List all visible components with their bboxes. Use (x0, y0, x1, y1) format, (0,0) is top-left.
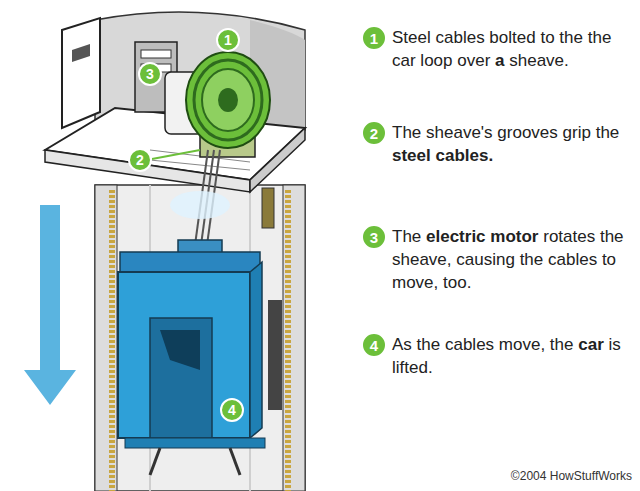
step-text: Steel cables bolted to the the car loop … (392, 26, 630, 72)
callout-circle: 3 (138, 62, 162, 86)
callout-circle: 2 (128, 148, 152, 172)
callout-circle: 3 (361, 224, 387, 250)
callout-circle: 1 (361, 25, 387, 51)
copyright-note: ©2004 HowStuffWorks (511, 469, 632, 483)
callout-number: 2 (136, 153, 144, 167)
step-text: The sheave's grooves grip the steel cabl… (392, 121, 630, 167)
callout-number: 1 (224, 33, 232, 47)
callout-circle: 2 (361, 120, 387, 146)
callout-number: 4 (228, 403, 236, 417)
callout-circle: 4 (361, 332, 387, 358)
step-text: As the cables move, the car is lifted. (392, 333, 630, 379)
callout-number: 3 (370, 230, 378, 245)
callout-number: 1 (370, 31, 378, 46)
callout-circle: 4 (220, 398, 244, 422)
step-text: The electric motor rotates the sheave, c… (392, 225, 630, 294)
callout-number: 3 (146, 67, 154, 81)
callout-circle: 1 (216, 28, 240, 52)
callout-number: 4 (370, 338, 378, 353)
callout-number: 2 (370, 126, 378, 141)
